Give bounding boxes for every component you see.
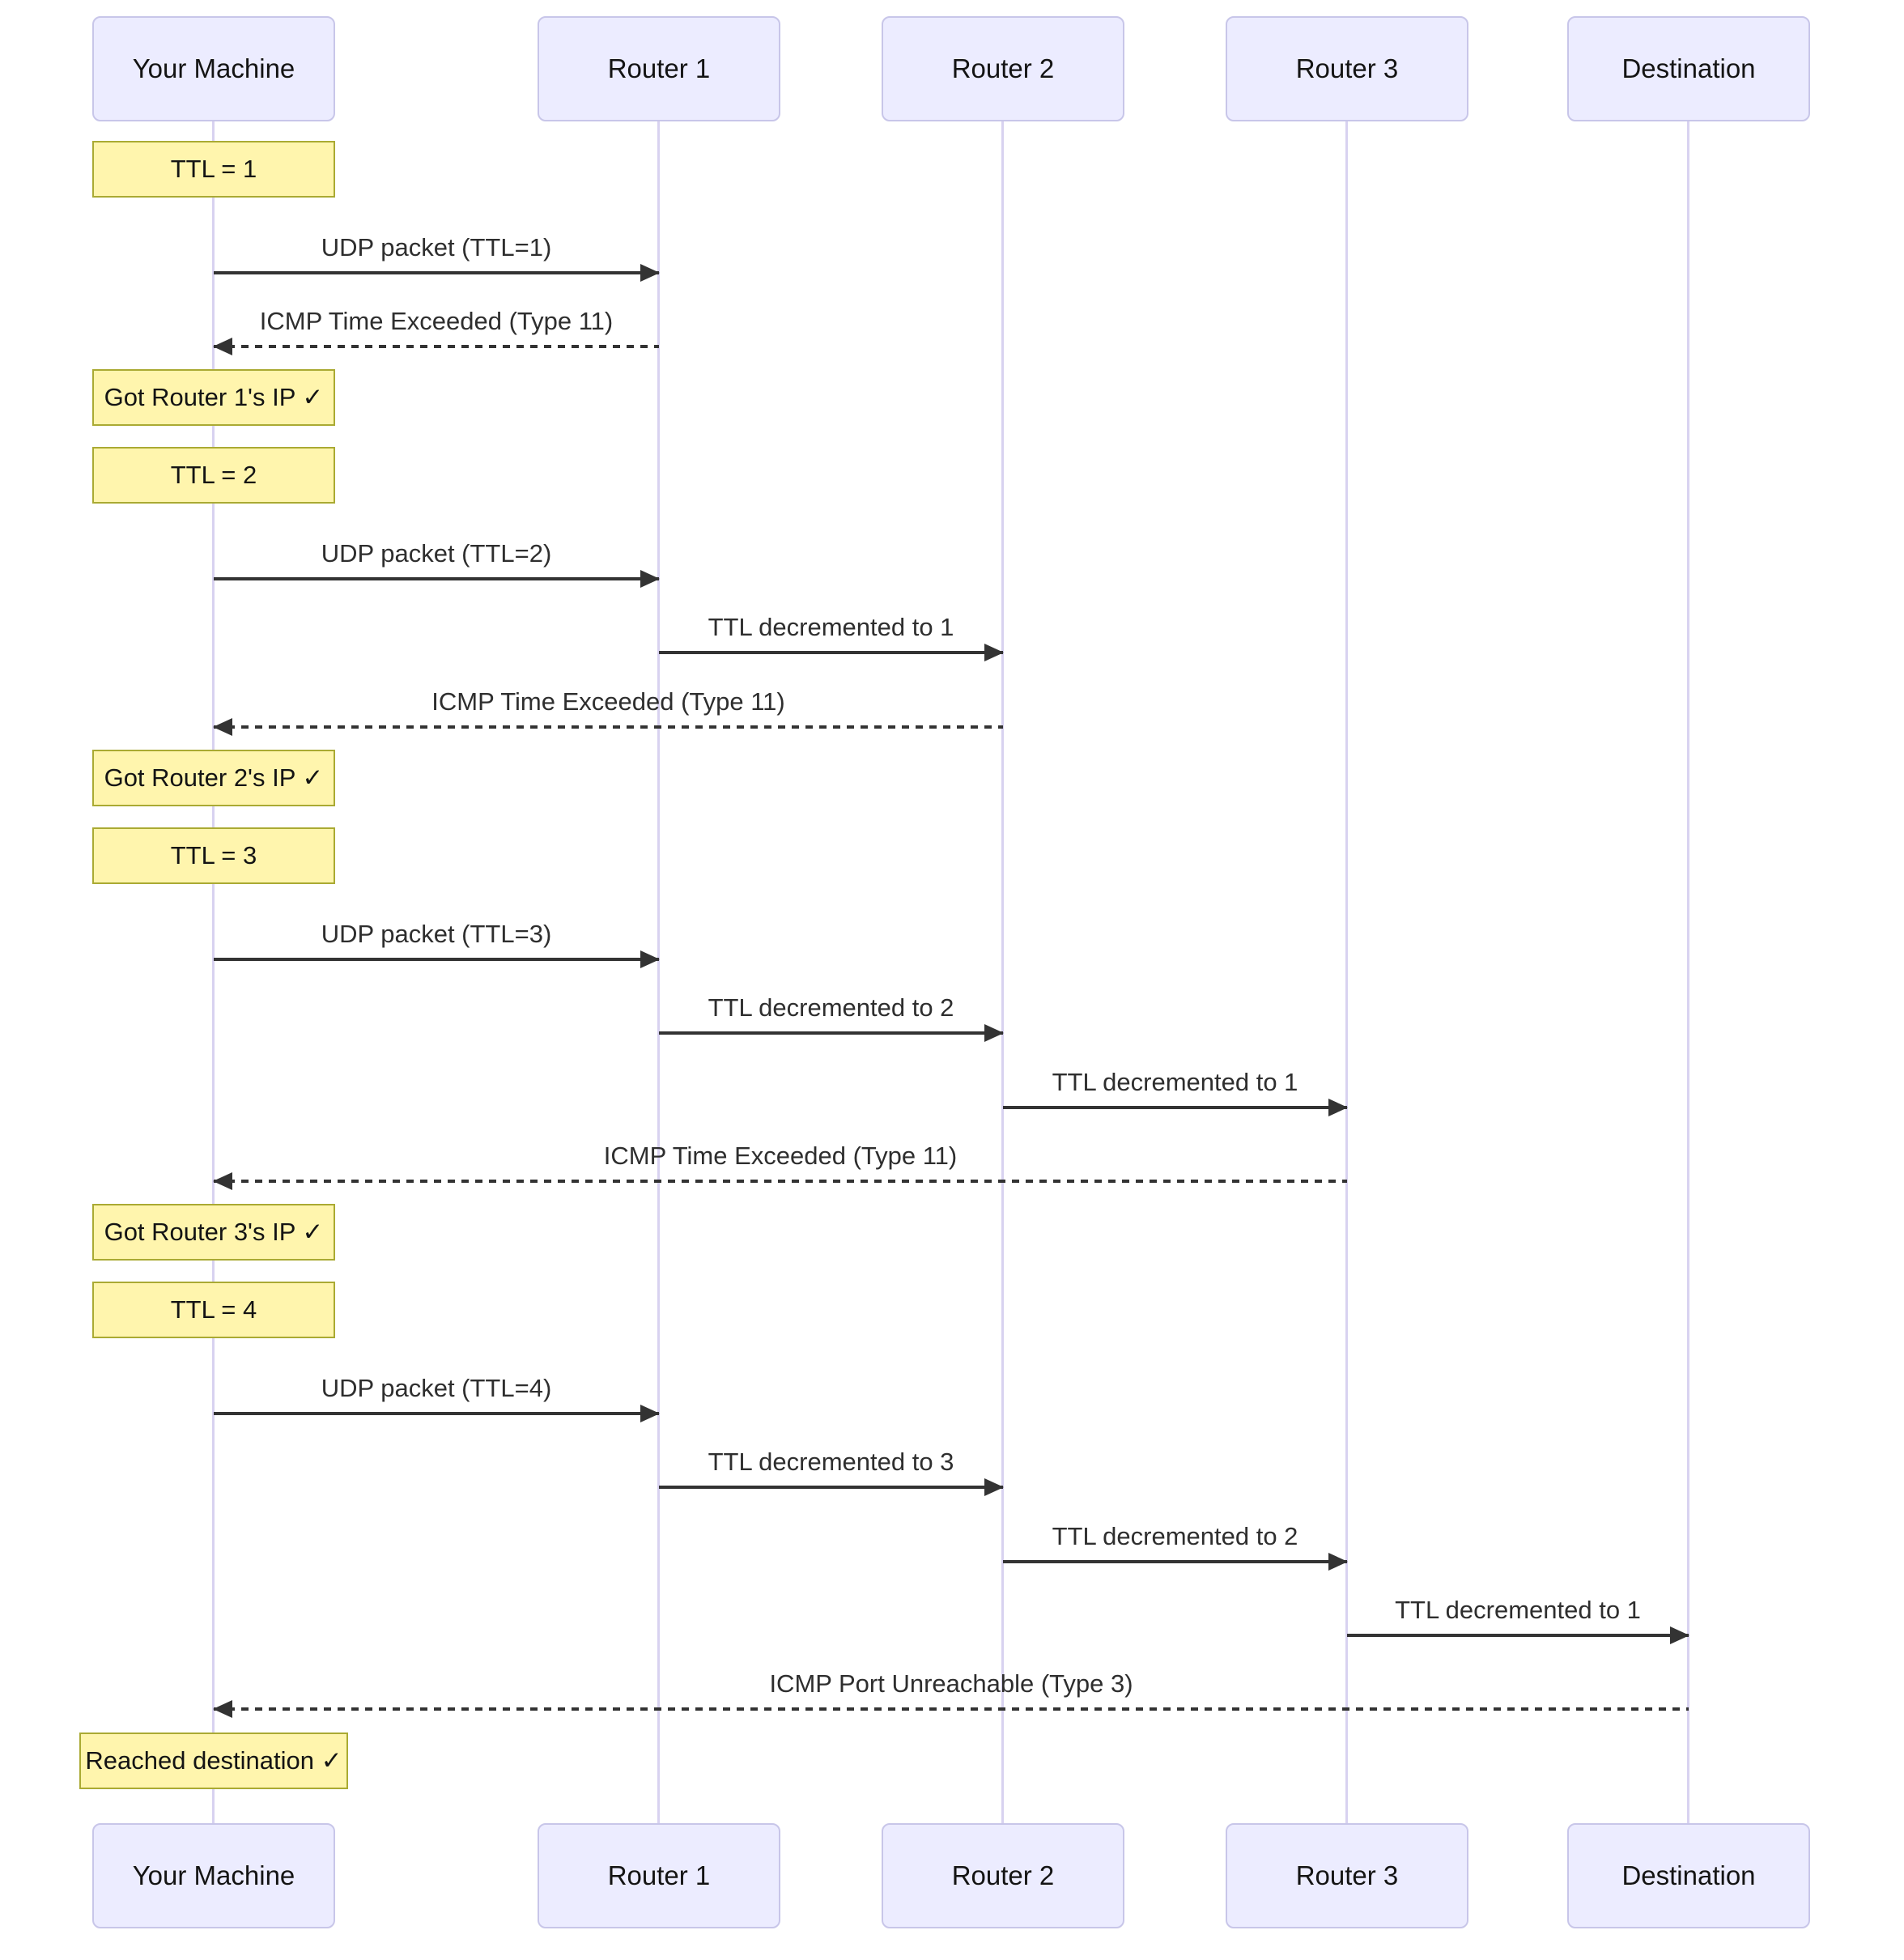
- message-ttl-dec-2-r1-r2: TTL decremented to 2: [659, 991, 1004, 1042]
- note-got-router-1-ip: Got Router 1's IP ✓: [92, 369, 335, 426]
- message-label: ICMP Time Exceeded (Type 11): [603, 1142, 958, 1170]
- arrow-solid-right: [659, 1024, 1004, 1042]
- arrow-dashed-left: [213, 1172, 1347, 1190]
- participant-your-machine-bottom: Your Machine: [92, 1823, 335, 1928]
- message-udp-ttl4: UDP packet (TTL=4): [214, 1371, 660, 1422]
- participant-destination-top: Destination: [1567, 16, 1810, 121]
- message-label: TTL decremented to 2: [708, 993, 954, 1022]
- participant-destination-bottom: Destination: [1567, 1823, 1810, 1928]
- participant-label: Router 2: [951, 53, 1055, 83]
- participant-label: Router 2: [951, 1860, 1055, 1890]
- note-text: TTL = 2: [170, 461, 257, 489]
- message-udp-ttl1: UDP packet (TTL=1): [214, 231, 660, 282]
- message-ttl-dec-1-r1-r2: TTL decremented to 1: [659, 610, 1004, 661]
- arrowhead-icon: [213, 718, 232, 736]
- participant-router-2-bottom: Router 2: [882, 1823, 1124, 1928]
- participant-label: Router 3: [1295, 53, 1399, 83]
- participant-label: Destination: [1621, 53, 1756, 83]
- message-label: UDP packet (TTL=3): [321, 920, 552, 948]
- participant-label: Destination: [1621, 1860, 1756, 1890]
- arrowhead-icon: [640, 950, 660, 968]
- message-label: TTL decremented to 3: [708, 1448, 954, 1476]
- message-icmp-time-exceeded-1: ICMP Time Exceeded (Type 11): [213, 304, 659, 355]
- message-ttl-dec-2-r2-r3: TTL decremented to 2: [1003, 1520, 1348, 1571]
- message-label: ICMP Port Unreachable (Type 3): [769, 1669, 1133, 1698]
- note-got-router-2-ip: Got Router 2's IP ✓: [92, 750, 335, 806]
- note-reached-destination: Reached destination ✓: [79, 1733, 348, 1789]
- lifeline-router-2: [1001, 121, 1004, 1823]
- participant-router-3-top: Router 3: [1226, 16, 1468, 121]
- message-label: ICMP Time Exceeded (Type 11): [259, 307, 614, 335]
- arrow-solid-right: [1003, 1553, 1348, 1571]
- note-ttl-2: TTL = 2: [92, 447, 335, 504]
- message-icmp-time-exceeded-3: ICMP Time Exceeded (Type 11): [213, 1139, 1347, 1190]
- arrow-solid-right: [214, 570, 660, 588]
- lifeline-destination: [1687, 121, 1689, 1823]
- arrow-dashed-left: [213, 338, 659, 355]
- arrowhead-icon: [984, 644, 1004, 661]
- message-label: TTL decremented to 2: [1052, 1522, 1298, 1550]
- arrowhead-icon: [213, 1172, 232, 1190]
- note-text: Reached destination ✓: [85, 1746, 342, 1775]
- note-ttl-1: TTL = 1: [92, 141, 335, 198]
- arrow-solid-right: [214, 1405, 660, 1422]
- note-got-router-3-ip: Got Router 3's IP ✓: [92, 1204, 335, 1261]
- participant-label: Your Machine: [132, 1860, 295, 1890]
- note-text: Got Router 3's IP ✓: [104, 1218, 324, 1246]
- message-label: ICMP Time Exceeded (Type 11): [431, 687, 785, 716]
- note-ttl-4: TTL = 4: [92, 1282, 335, 1338]
- participant-label: Router 1: [607, 1860, 711, 1890]
- note-text: Got Router 1's IP ✓: [104, 383, 324, 411]
- arrow-dashed-left: [213, 718, 1003, 736]
- message-icmp-port-unreachable: ICMP Port Unreachable (Type 3): [213, 1667, 1689, 1718]
- participant-router-1-bottom: Router 1: [538, 1823, 780, 1928]
- arrowhead-icon: [213, 1700, 232, 1718]
- participant-router-3-bottom: Router 3: [1226, 1823, 1468, 1928]
- arrow-solid-right: [214, 950, 660, 968]
- note-text: TTL = 4: [170, 1295, 257, 1324]
- message-ttl-dec-1-r2-r3: TTL decremented to 1: [1003, 1065, 1348, 1116]
- arrowhead-icon: [1328, 1553, 1348, 1571]
- arrow-solid-right: [659, 644, 1004, 661]
- note-text: TTL = 1: [170, 155, 257, 183]
- message-ttl-dec-1-r3-dest: TTL decremented to 1: [1347, 1593, 1689, 1644]
- message-label: TTL decremented to 1: [708, 613, 954, 641]
- arrowhead-icon: [640, 1405, 660, 1422]
- lifeline-router-1: [657, 121, 660, 1823]
- message-label: UDP packet (TTL=1): [321, 233, 552, 261]
- arrowhead-icon: [640, 570, 660, 588]
- message-label: UDP packet (TTL=4): [321, 1374, 552, 1402]
- arrow-solid-right: [214, 264, 660, 282]
- arrowhead-icon: [1670, 1626, 1689, 1644]
- arrow-solid-right: [1003, 1099, 1348, 1116]
- participant-label: Your Machine: [132, 53, 295, 83]
- message-label: UDP packet (TTL=2): [321, 539, 552, 568]
- message-ttl-dec-3-r1-r2: TTL decremented to 3: [659, 1445, 1004, 1496]
- arrowhead-icon: [1328, 1099, 1348, 1116]
- participant-label: Router 1: [607, 53, 711, 83]
- arrowhead-icon: [213, 338, 232, 355]
- participant-router-1-top: Router 1: [538, 16, 780, 121]
- lifeline-router-3: [1345, 121, 1348, 1823]
- arrow-dashed-left: [213, 1700, 1689, 1718]
- message-label: TTL decremented to 1: [1052, 1068, 1298, 1096]
- arrowhead-icon: [984, 1478, 1004, 1496]
- arrow-solid-right: [659, 1478, 1004, 1496]
- message-udp-ttl2: UDP packet (TTL=2): [214, 537, 660, 588]
- arrowhead-icon: [640, 264, 660, 282]
- participant-label: Router 3: [1295, 1860, 1399, 1890]
- message-label: TTL decremented to 1: [1395, 1596, 1641, 1624]
- message-icmp-time-exceeded-2: ICMP Time Exceeded (Type 11): [213, 685, 1003, 736]
- note-text: TTL = 3: [170, 841, 257, 869]
- note-text: Got Router 2's IP ✓: [104, 763, 324, 792]
- participant-router-2-top: Router 2: [882, 16, 1124, 121]
- lifeline-your-machine: [212, 121, 215, 1823]
- message-udp-ttl3: UDP packet (TTL=3): [214, 917, 660, 968]
- arrow-solid-right: [1347, 1626, 1689, 1644]
- note-ttl-3: TTL = 3: [92, 827, 335, 884]
- participant-your-machine-top: Your Machine: [92, 16, 335, 121]
- arrowhead-icon: [984, 1024, 1004, 1042]
